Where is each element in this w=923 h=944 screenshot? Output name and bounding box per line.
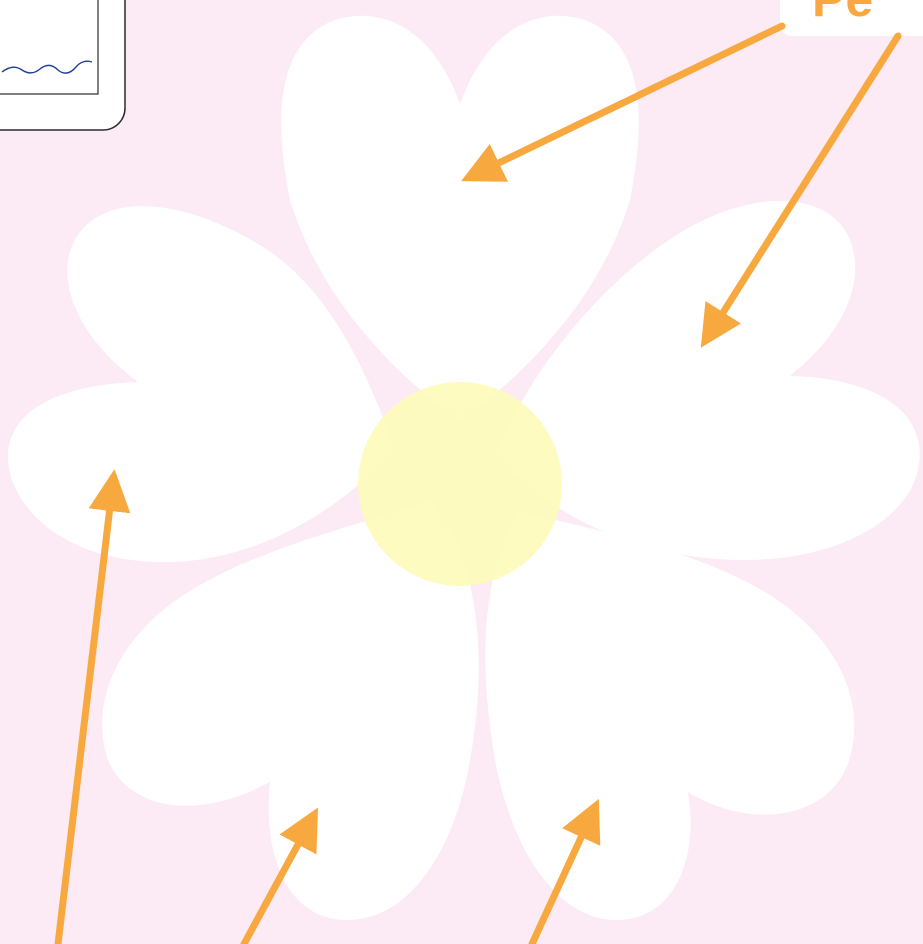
- diagram-label: Pe: [812, 0, 873, 24]
- wave-thumbnail-icon: [0, 0, 125, 130]
- flower-center: [358, 382, 562, 586]
